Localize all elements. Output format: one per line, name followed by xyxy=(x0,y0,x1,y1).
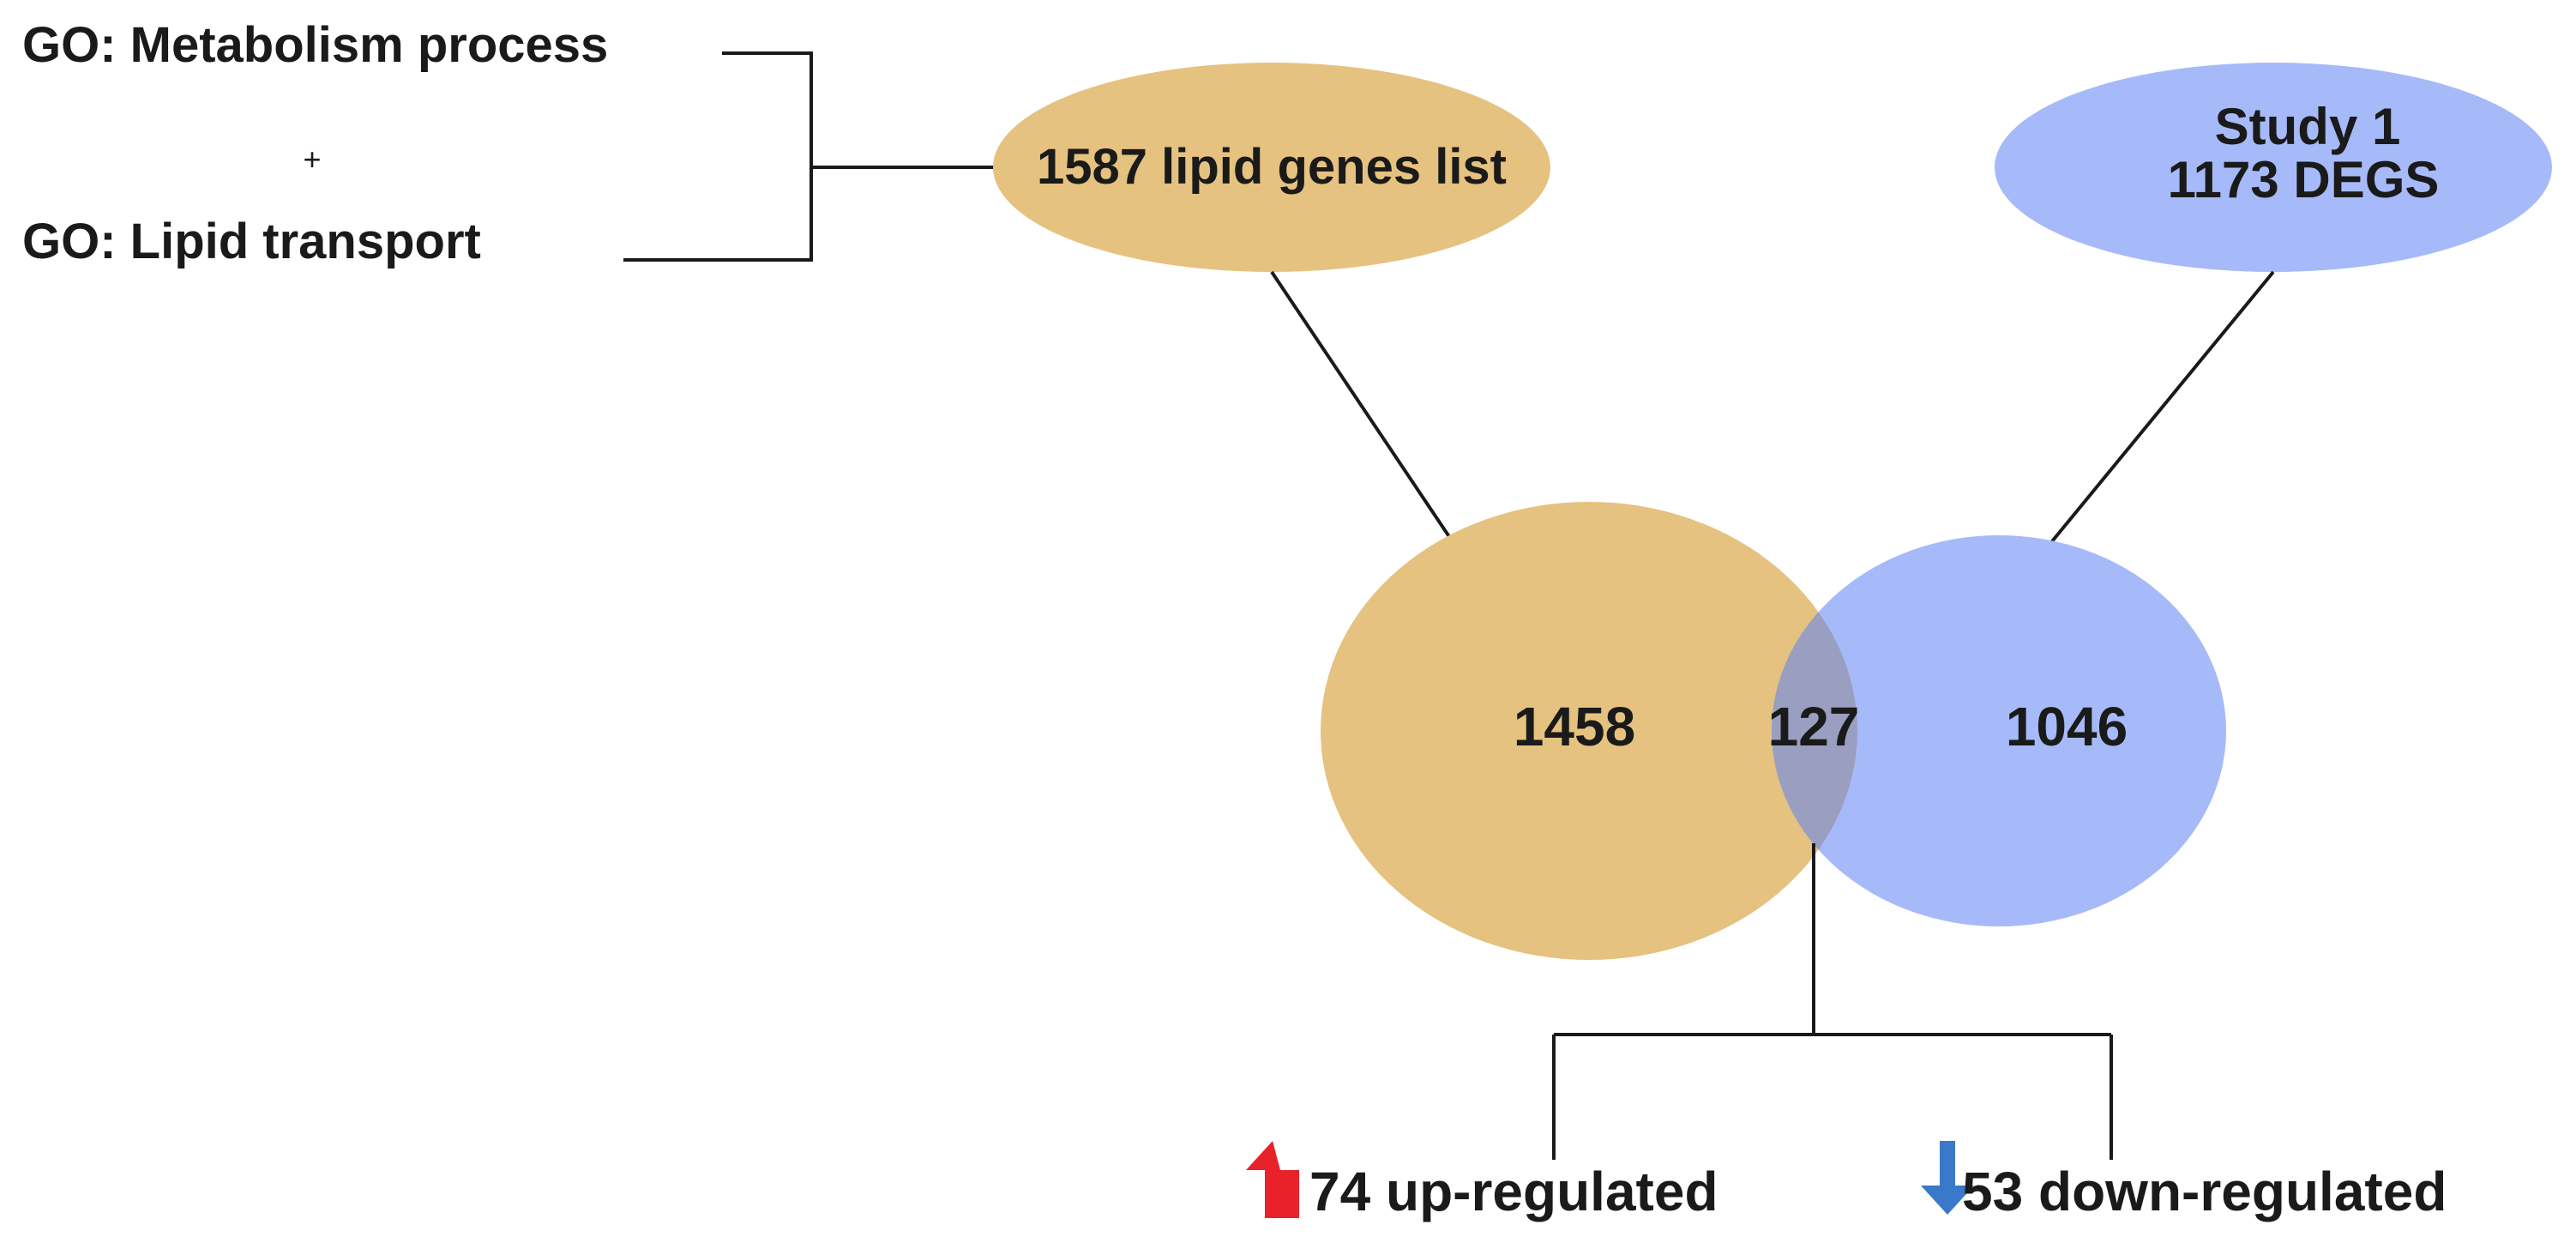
venn-right-circle xyxy=(1772,535,2226,926)
regulation-bracket xyxy=(1552,843,2113,1160)
lipid-genes-label: 1587 lipid genes list xyxy=(1037,139,1507,195)
go-lipid-transport-label: GO: Lipid transport xyxy=(22,214,481,269)
go-sources-bracket xyxy=(623,51,995,262)
go-metabolism-label: GO: Metabolism process xyxy=(22,17,608,73)
down-arrow-icon xyxy=(1921,1141,1974,1215)
up-arrow-icon xyxy=(1246,1141,1299,1218)
study-ellipse xyxy=(1995,63,2552,272)
lipid-genes-ellipse xyxy=(993,63,1550,272)
study-label-line2: 1173 DEGS xyxy=(2168,151,2440,208)
lipid-genes-connector xyxy=(1270,270,1462,555)
venn-overlap-count: 127 xyxy=(1768,696,1860,757)
up-regulated-label: 74 up-regulated xyxy=(1309,1161,1718,1222)
study-connector xyxy=(2035,270,2275,562)
venn-left-circle xyxy=(1321,502,1857,960)
venn-right-count: 1046 xyxy=(2006,696,2128,757)
down-regulated-label: 53 down-regulated xyxy=(1962,1161,2447,1222)
venn-left-count: 1458 xyxy=(1514,696,1635,757)
study-label-line1: Study 1 xyxy=(2215,98,2401,155)
plus-sign: + xyxy=(303,142,321,177)
